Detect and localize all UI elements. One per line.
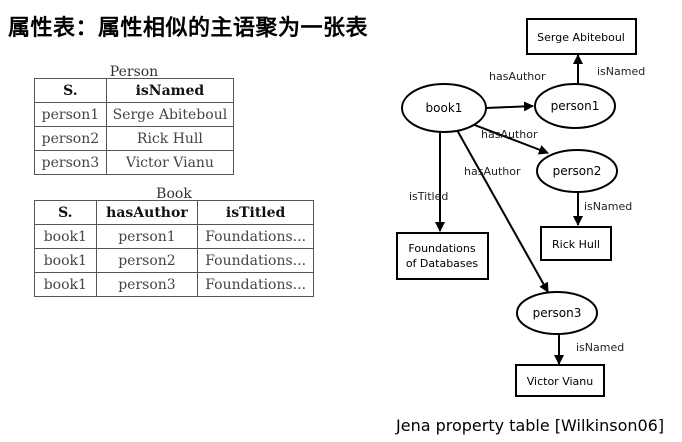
edge-label: hasAuthor <box>481 128 538 141</box>
table-cell: Foundations... <box>197 272 314 297</box>
column-header: isNamed <box>105 78 235 103</box>
node-book1: book1 <box>401 83 487 133</box>
edge-label: isNamed <box>597 65 645 78</box>
node-label: person2 <box>553 164 602 178</box>
node-person3: person3 <box>516 291 598 335</box>
table-cell: Rick Hull <box>105 126 235 151</box>
citation-footer: Jena property table [Wilkinson06] <box>396 416 665 435</box>
table-header-row: S. hasAuthor isTitled <box>34 200 314 225</box>
edge-book1-person3 <box>456 129 549 293</box>
table-cell: person2 <box>95 248 199 273</box>
table-cell: person1 <box>95 224 199 249</box>
table-row: person3 Victor Vianu <box>34 150 235 175</box>
person-table: S. isNamed person1 Serge Abiteboul perso… <box>34 78 235 175</box>
node-person1: person1 <box>534 83 616 129</box>
book-table: S. hasAuthor isTitled book1 person1 Foun… <box>34 200 314 297</box>
edge-label: isNamed <box>584 200 632 213</box>
edge-book1-person2 <box>471 123 549 155</box>
node-rick-hull: Rick Hull <box>540 226 612 261</box>
node-label: person3 <box>533 306 582 320</box>
edge-book1-person1 <box>485 101 534 112</box>
table-cell: Victor Vianu <box>105 150 235 175</box>
table-cell: person3 <box>34 150 107 175</box>
node-person2: person2 <box>536 149 618 193</box>
node-label: Serge Abiteboul <box>537 31 625 44</box>
column-header: isTitled <box>197 200 314 225</box>
column-header: S. <box>34 200 97 225</box>
edge-label: isNamed <box>576 341 624 354</box>
node-serge-abiteboul: Serge Abiteboul <box>526 18 637 55</box>
table-header-row: S. isNamed <box>34 78 235 103</box>
table-cell: Serge Abiteboul <box>105 102 235 127</box>
edge-label: hasAuthor <box>464 165 521 178</box>
node-label: Victor Vianu <box>527 375 593 388</box>
node-foundations: Foundations of Databases <box>396 232 489 280</box>
node-label: Foundations <box>408 242 475 255</box>
edge-label: hasAuthor <box>489 70 546 83</box>
person-table-caption: Person <box>109 64 159 80</box>
node-label: Rick Hull <box>552 238 600 251</box>
node-label: book1 <box>426 101 463 115</box>
table-row: person2 Rick Hull <box>34 126 235 151</box>
edge-label: isTitled <box>409 190 448 203</box>
node-victor-vianu: Victor Vianu <box>515 364 605 397</box>
node-label: of Databases <box>406 257 479 270</box>
page-title: 属性表：属性相似的主语聚为一张表 <box>8 16 369 41</box>
table-cell: Foundations... <box>197 224 314 249</box>
table-cell: book1 <box>34 224 97 249</box>
table-cell: book1 <box>34 248 97 273</box>
table-cell: person3 <box>95 272 199 297</box>
table-row: book1 person3 Foundations... <box>34 272 314 297</box>
table-cell: book1 <box>34 272 97 297</box>
table-row: book1 person1 Foundations... <box>34 224 314 249</box>
node-label: person1 <box>551 99 600 113</box>
book-table-caption: Book <box>156 186 192 202</box>
